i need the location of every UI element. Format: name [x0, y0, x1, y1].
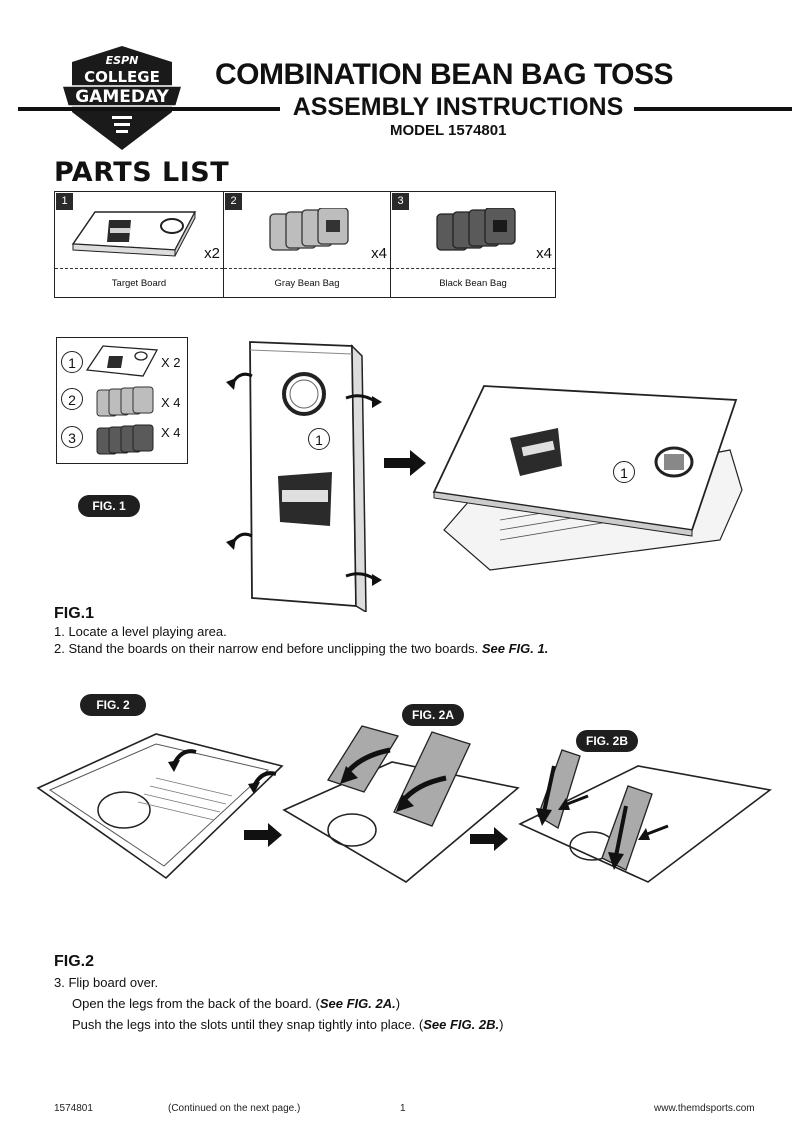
logo-college-text: COLLEGE: [84, 68, 160, 86]
callout-number: 3: [61, 426, 83, 448]
part-cell-target-board: 1 x2 Target Board: [55, 192, 223, 297]
target-board-illustration: [71, 211, 197, 257]
callout-quantity: X 4: [161, 395, 181, 410]
fig1-step-1: 1. Locate a level playing area.: [54, 624, 227, 639]
fig2a-label: FIG. 2A: [402, 704, 464, 726]
right-arrow-icon: [384, 450, 426, 476]
fig1-step-2-text: 2. Stand the boards on their narrow end …: [54, 641, 479, 656]
fig2-line3-close: ): [499, 1017, 504, 1032]
fig1-open-boards-illustration: [432, 385, 743, 571]
board-callout-number: 1: [613, 461, 635, 483]
fig2-line2-close: ): [395, 996, 401, 1011]
parts-divider: [391, 268, 555, 269]
part-name: Gray Bean Bag: [274, 278, 340, 289]
fig2a-see-ref: See FIG. 2A.: [319, 996, 396, 1011]
fig2-line2-text: Open the legs from the back of the board…: [72, 996, 320, 1011]
right-arrow-icon: [470, 827, 508, 851]
fig2-step-3-push-legs: Push the legs into the slots until they …: [54, 1016, 503, 1033]
part-number-badge: 2: [225, 193, 242, 210]
part-number-badge: 1: [56, 193, 73, 210]
board-callout-number: 1: [308, 428, 330, 450]
black-bean-bags-illustration: [436, 208, 516, 251]
part-quantity: x2: [204, 245, 220, 262]
part-cell-gray-bean-bag: 2 x4 Gray Bean Bag: [223, 192, 390, 297]
fig1-standing-board-illustration: [226, 341, 382, 612]
parts-list-heading: PARTS LIST: [54, 157, 230, 188]
fig1-heading: FIG.1: [54, 605, 95, 622]
fig2-label: FIG. 2: [80, 694, 146, 716]
fig2-board-back-illustration: [36, 733, 284, 880]
fig2b-legs-snap-illustration: [518, 749, 772, 883]
parts-divider: [55, 268, 223, 269]
fig1-step-2: 2. Stand the boards on their narrow end …: [54, 640, 548, 657]
header-rule-right: [634, 107, 792, 111]
fig2b-see-ref: See FIG. 2B.: [423, 1017, 500, 1032]
part-name: Black Bean Bag: [439, 278, 507, 289]
part-cell-black-bean-bag: 3 x4 Black Bean Bag: [390, 192, 555, 297]
model-number: MODEL 1574801: [390, 122, 507, 139]
fig1-gray-bags-thumbnail: [96, 386, 154, 417]
fig2a-legs-open-illustration: [282, 725, 520, 883]
fig2-step-3-open-legs: Open the legs from the back of the board…: [54, 995, 503, 1012]
document-subtitle: ASSEMBLY INSTRUCTIONS: [292, 93, 624, 121]
fig2-heading: FIG.2: [54, 953, 95, 970]
callout-quantity: X 2: [161, 355, 181, 370]
fig1-parts-callout-box: 1 X 2 2 X 4 3 X 4: [56, 337, 188, 464]
callout-number: 1: [61, 351, 83, 373]
logo-espn-text: ESPN: [106, 54, 139, 67]
document-title: COMBINATION BEAN BAG TOSS: [214, 58, 674, 91]
fig1-instructions: FIG.1 1. Locate a level playing area. 2.…: [54, 605, 548, 657]
fig2-step-3: 3. Flip board over.: [54, 975, 159, 990]
gray-bean-bags-illustration: [269, 208, 349, 251]
fig2-instructions: FIG.2 3. Flip board over. Open the legs …: [54, 953, 503, 1033]
part-name: Target Board: [111, 278, 167, 289]
right-arrow-icon: [244, 823, 282, 847]
part-quantity: x4: [371, 245, 387, 262]
part-quantity: x4: [536, 245, 552, 262]
header-rule-left: [18, 107, 280, 111]
callout-quantity: X 4: [161, 425, 181, 440]
fig2-line3-text: Push the legs into the slots until they …: [72, 1017, 424, 1032]
college-gameday-logo: ESPN COLLEGE GAMEDAY: [60, 46, 184, 150]
fig1-see-ref: See FIG. 1.: [481, 641, 549, 656]
parts-table: 1 x2 Target Board 2 x4 Gray Bean Bag 3: [54, 191, 556, 298]
fig1-board-thumbnail: [85, 345, 159, 377]
footer-continued: (Continued on the next page.): [168, 1103, 301, 1114]
callout-number: 2: [61, 388, 83, 410]
footer-page-number: 1: [400, 1103, 406, 1114]
fig1-label: FIG. 1: [78, 495, 140, 517]
part-number-badge: 3: [392, 193, 409, 210]
fig2b-label: FIG. 2B: [576, 730, 638, 752]
parts-divider: [224, 268, 390, 269]
logo-gameday-text: GAMEDAY: [75, 87, 169, 107]
footer-website: www.themdsports.com: [654, 1103, 755, 1114]
fig1-black-bags-thumbnail: [96, 424, 154, 455]
footer-model: 1574801: [54, 1103, 93, 1114]
